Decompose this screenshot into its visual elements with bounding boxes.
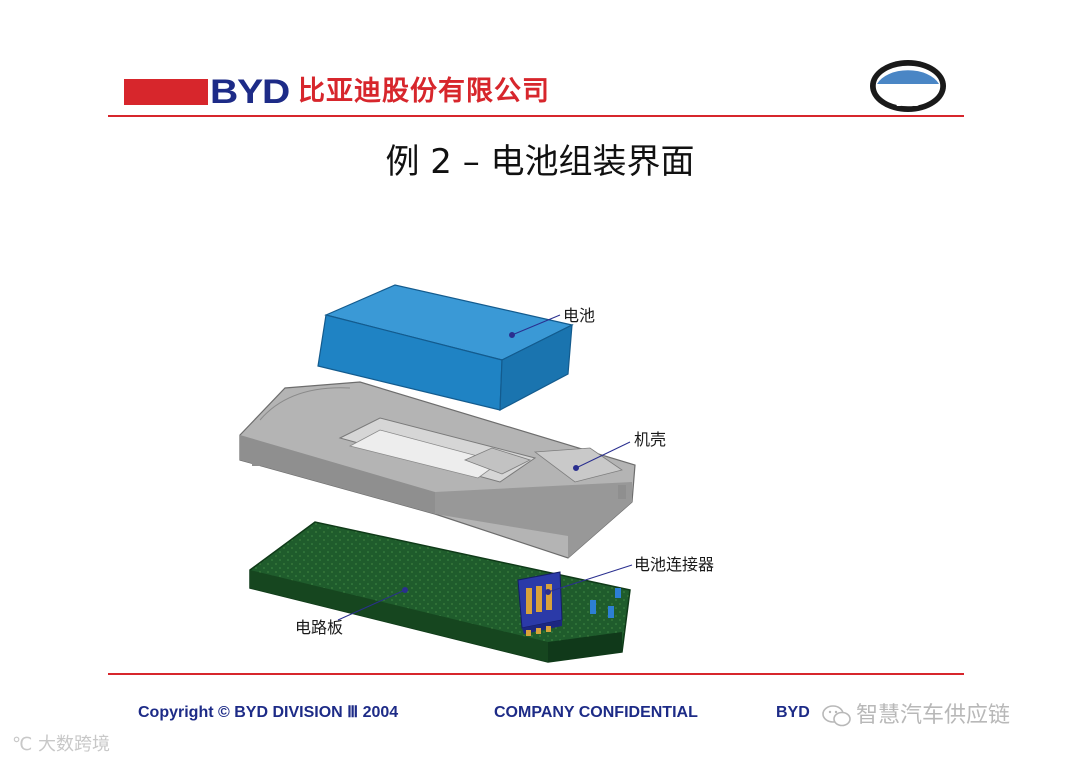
byd-wordmark: BYD bbox=[210, 73, 290, 111]
label-shell: 机壳 bbox=[634, 430, 667, 449]
wechat-icon bbox=[822, 705, 851, 727]
watermark-left-icon: ℃ bbox=[12, 734, 33, 755]
battery-part bbox=[317, 284, 574, 412]
battery-assembly-diagram bbox=[239, 284, 636, 663]
label-battery-connector: 电池连接器 bbox=[634, 555, 715, 574]
label-circuit-board: 电路板 bbox=[295, 618, 344, 637]
watermark-right: 智慧汽车供应链 bbox=[856, 703, 1011, 728]
battery-connector-part bbox=[517, 571, 563, 636]
byd-logo-icon: B Y D bbox=[870, 60, 946, 112]
top-divider bbox=[108, 115, 964, 117]
label-battery: 电池 bbox=[563, 306, 596, 325]
footer-confidential: COMPANY CONFIDENTIAL bbox=[494, 704, 698, 721]
watermark-left-text: 大数跨境 bbox=[37, 734, 110, 755]
footer-right-text: BYD bbox=[776, 704, 810, 721]
company-name: 比亚迪股份有限公司 bbox=[298, 76, 550, 107]
logo-text: B Y D bbox=[896, 98, 920, 108]
bottom-divider bbox=[108, 673, 964, 675]
slide-title: 例 2 – 电池组装界面 bbox=[385, 142, 695, 182]
callout-lines bbox=[337, 314, 633, 621]
header-red-bar bbox=[124, 79, 208, 105]
watermark-left: ℃ 大数跨境 bbox=[12, 734, 110, 756]
footer-copyright: Copyright © BYD DIVISION Ⅲ 2004 bbox=[138, 704, 399, 721]
phone-shell-part bbox=[239, 381, 636, 559]
